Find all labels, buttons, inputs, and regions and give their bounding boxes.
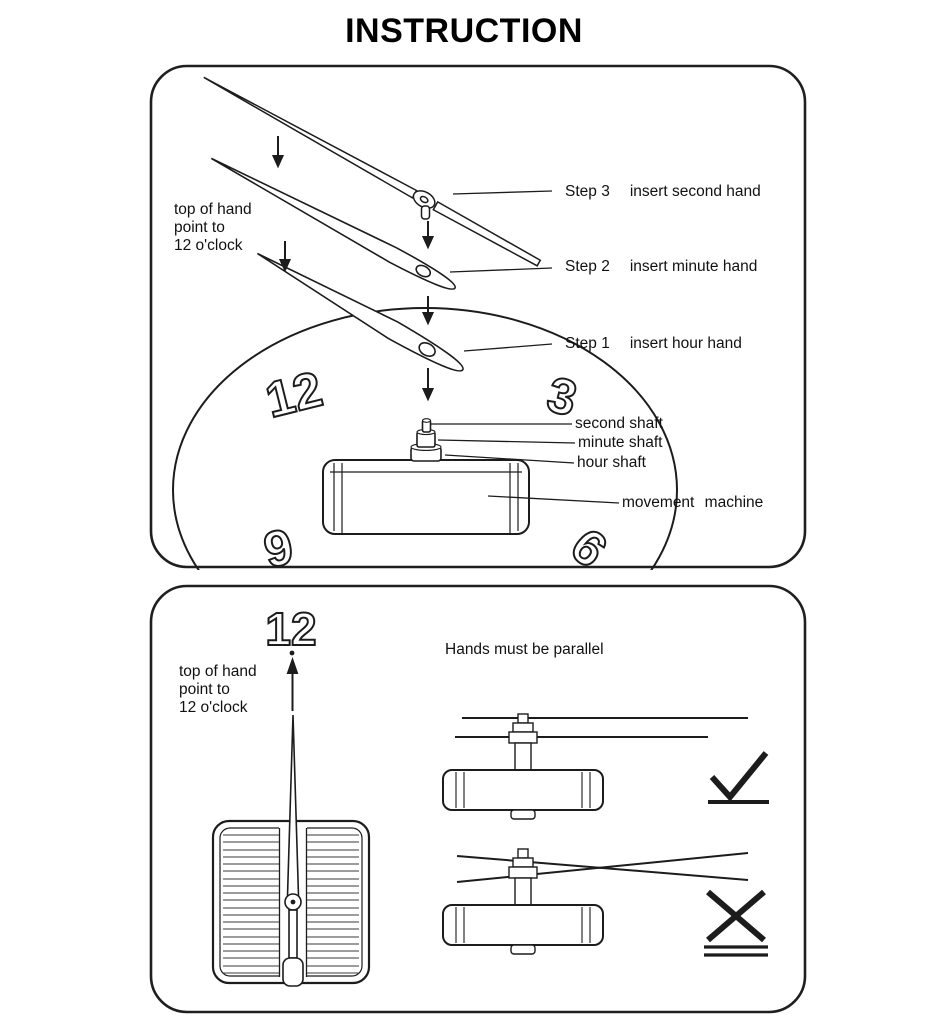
parallel-rule-title: Hands must be parallel <box>445 641 604 658</box>
second-hand <box>203 76 542 267</box>
orientation-note: top of hand point to 12 o'clock <box>179 663 257 717</box>
clock-dial-arc <box>172 307 678 570</box>
assembly-drawing: 12 3 9 6 <box>149 64 807 570</box>
note-line: top of hand <box>179 663 257 680</box>
pointer-hand-up <box>282 714 304 987</box>
x-mark-icon <box>704 889 768 957</box>
step-2-label: Step 2 <box>565 258 610 275</box>
minute-shaft-label: minute shaft <box>578 434 663 451</box>
step-1-text: insert hour hand <box>629 335 742 352</box>
note-line: 12 o'clock <box>174 237 243 254</box>
machine-side-view <box>442 848 604 955</box>
minute-hand <box>210 157 456 290</box>
down-arrow-icon <box>421 388 435 402</box>
step-2-text: insert minute hand <box>629 258 758 275</box>
step-1-label: Step 1 <box>565 335 610 352</box>
clock-number-6: 6 <box>560 518 617 570</box>
hour-shaft-label: hour shaft <box>577 454 646 471</box>
note-line: 12 o'clock <box>179 699 248 716</box>
center-dot <box>289 650 295 656</box>
movement-machine-drawing <box>322 418 530 535</box>
step-3-label: Step 3 <box>565 183 610 200</box>
parallel-check-panel: 12 <box>148 583 808 1015</box>
second-shaft-label: second shaft <box>575 415 663 432</box>
parallel-correct-diagram <box>442 713 769 820</box>
clock-number-12: 12 <box>265 603 316 655</box>
note-line: top of hand <box>174 201 252 218</box>
parallel-wrong-diagram <box>442 848 768 957</box>
page-title: INSTRUCTION <box>345 12 583 50</box>
down-arrow-icon <box>278 259 292 273</box>
movement-machine-label: movement machine <box>622 494 764 511</box>
step-3-row: Step 3 insert second hand <box>565 183 761 201</box>
panel-border <box>149 64 807 569</box>
down-arrow-icon <box>421 236 435 250</box>
insertion-arrows <box>271 136 435 402</box>
step-1-row: Step 1 insert hour hand <box>565 335 742 353</box>
clock-number-12: 12 <box>260 361 328 429</box>
second-hand-sleeve <box>420 205 431 220</box>
down-arrow-icon <box>421 312 435 326</box>
orientation-note: top of hand point to 12 o'clock <box>174 201 252 255</box>
check-mark-icon <box>708 751 769 804</box>
assembly-steps-panel: 12 3 9 6 <box>148 63 808 570</box>
down-arrow-icon <box>271 155 285 169</box>
clock-number-9: 9 <box>259 518 298 570</box>
note-line: point to <box>179 681 230 698</box>
panel-border <box>149 584 807 1014</box>
leader-lines <box>431 190 620 504</box>
step-2-row: Step 2 insert minute hand <box>565 258 757 276</box>
up-arrow-icon <box>286 656 299 711</box>
parallel-drawing: 12 <box>149 584 807 1014</box>
step-3-text: insert second hand <box>629 183 761 200</box>
note-line: point to <box>174 219 225 236</box>
hour-hand <box>256 252 464 372</box>
machine-side-view <box>442 713 604 820</box>
